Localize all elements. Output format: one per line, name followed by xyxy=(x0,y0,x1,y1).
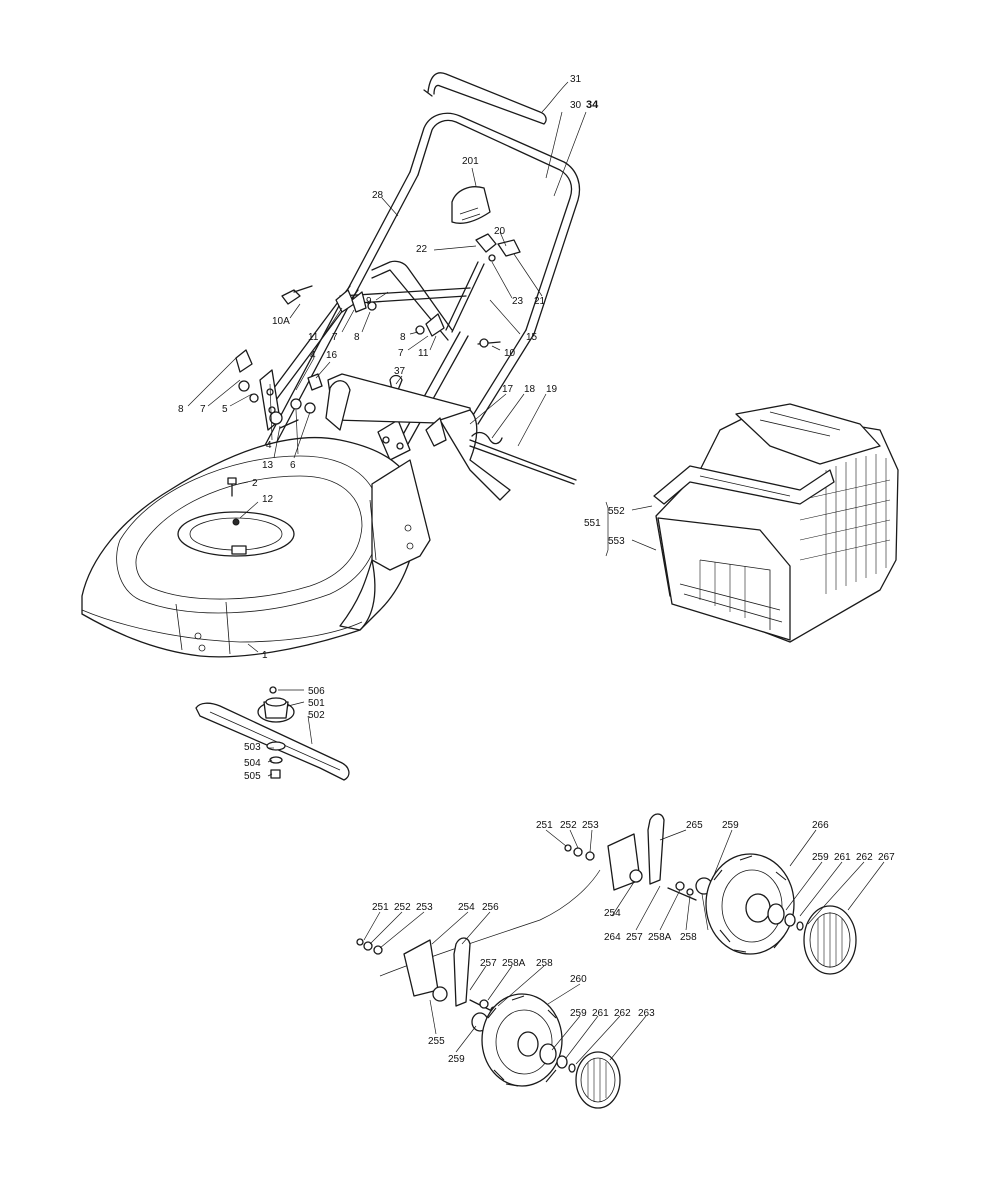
callout-7: 7 xyxy=(398,348,404,359)
callout-259: 259 xyxy=(812,852,829,863)
callout-253: 253 xyxy=(416,902,433,913)
callout-4: 4 xyxy=(266,440,272,451)
callout-258: 258 xyxy=(536,958,553,969)
callout-501: 501 xyxy=(308,698,325,709)
callout-20: 20 xyxy=(494,226,506,237)
callout-252: 252 xyxy=(560,820,577,831)
callout-252: 252 xyxy=(394,902,411,913)
callout-7: 7 xyxy=(200,404,206,415)
callout-19: 19 xyxy=(546,384,558,395)
callout-11: 11 xyxy=(308,332,319,343)
front-wheel-assembly xyxy=(356,869,621,1109)
callout-23: 23 xyxy=(512,296,524,307)
blade-assembly xyxy=(195,686,350,781)
callout-258A: 258A xyxy=(648,932,672,943)
callout-267: 267 xyxy=(878,852,895,863)
callout-254: 254 xyxy=(458,902,475,913)
callout-263: 263 xyxy=(638,1008,655,1019)
callout-259: 259 xyxy=(448,1054,465,1065)
callout-553: 553 xyxy=(608,536,625,547)
callout-260: 260 xyxy=(570,974,587,985)
callout-256: 256 xyxy=(482,902,499,913)
callout-13: 13 xyxy=(262,460,274,471)
callout-258A: 258A xyxy=(502,958,526,969)
callout-258: 258 xyxy=(680,932,697,943)
callout-251: 251 xyxy=(372,902,389,913)
callout-255: 255 xyxy=(428,1036,445,1047)
callout-262: 262 xyxy=(614,1008,631,1019)
callout-5: 5 xyxy=(222,404,228,415)
leader-lines xyxy=(187,81,885,1065)
callout-201: 201 xyxy=(462,156,479,167)
callout-253: 253 xyxy=(582,820,599,831)
grass-collector xyxy=(653,403,899,643)
callout-21: 21 xyxy=(534,296,546,307)
callout-261: 261 xyxy=(834,852,851,863)
callout-31: 31 xyxy=(570,74,582,85)
callout-265: 265 xyxy=(686,820,703,831)
callout-551: 551 xyxy=(584,518,601,529)
callout-11: 11 xyxy=(418,348,429,359)
rear-wheel-assembly xyxy=(564,813,857,975)
callout-504: 504 xyxy=(244,758,261,769)
callout-503: 503 xyxy=(244,742,261,753)
callout-251: 251 xyxy=(536,820,553,831)
callout-8: 8 xyxy=(400,332,406,343)
callout-505: 505 xyxy=(244,771,261,782)
callout-6: 6 xyxy=(290,460,296,471)
rear-flap-assembly xyxy=(325,373,577,501)
callout-266: 266 xyxy=(812,820,829,831)
callout-552: 552 xyxy=(608,506,625,517)
callout-262: 262 xyxy=(856,852,873,863)
handle-assembly xyxy=(235,72,581,471)
callout-1: 1 xyxy=(262,650,268,661)
callout-labels: 31 30 34 201 28 20 22 23 21 10A 9 15 11 … xyxy=(178,74,895,1065)
callout-257: 257 xyxy=(480,958,497,969)
callout-10: 10 xyxy=(504,348,516,359)
callout-28: 28 xyxy=(372,190,384,201)
callout-4: 4 xyxy=(310,350,316,361)
callout-30: 30 xyxy=(570,100,582,111)
callout-22: 22 xyxy=(416,244,428,255)
callout-259: 259 xyxy=(570,1008,587,1019)
callout-15: 15 xyxy=(526,332,538,343)
callout-8: 8 xyxy=(354,332,360,343)
callout-257: 257 xyxy=(626,932,643,943)
callout-2: 2 xyxy=(252,478,258,489)
callout-16: 16 xyxy=(326,350,338,361)
callout-7: 7 xyxy=(332,332,338,343)
callout-9: 9 xyxy=(366,296,372,307)
mower-deck xyxy=(81,436,431,658)
callout-34: 34 xyxy=(586,99,599,111)
callout-264: 264 xyxy=(604,932,621,943)
callout-18: 18 xyxy=(524,384,536,395)
callout-261: 261 xyxy=(592,1008,609,1019)
callout-12: 12 xyxy=(262,494,274,505)
callout-259: 259 xyxy=(722,820,739,831)
callout-502: 502 xyxy=(308,710,325,721)
callout-8: 8 xyxy=(178,404,184,415)
callout-254: 254 xyxy=(604,908,621,919)
callout-10A: 10A xyxy=(272,316,290,327)
callout-37: 37 xyxy=(394,366,406,377)
callout-506: 506 xyxy=(308,686,325,697)
callout-17: 17 xyxy=(502,384,514,395)
